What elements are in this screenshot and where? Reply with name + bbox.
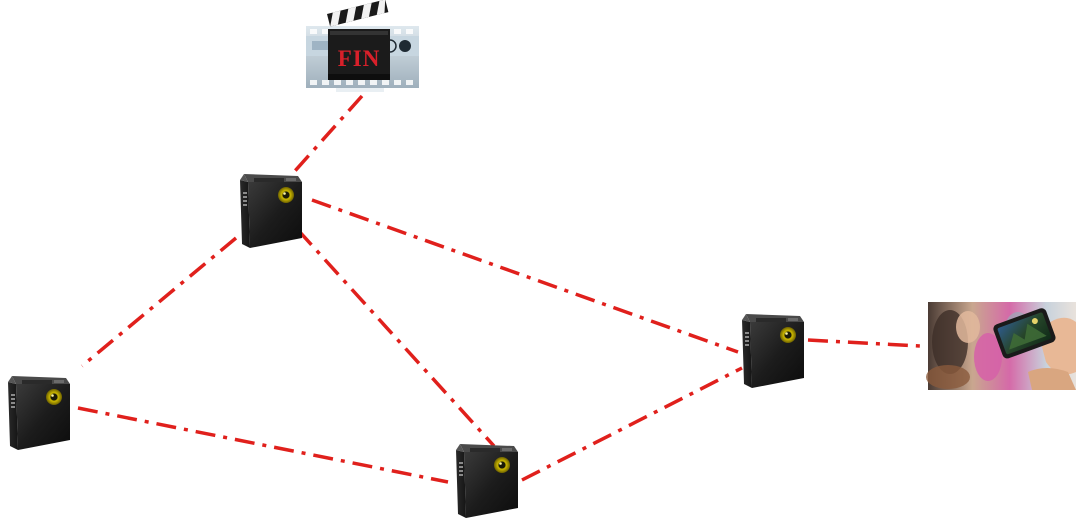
film-clapperboard-icon: FIN (306, 0, 419, 92)
link-device-a-device-b (80, 236, 238, 368)
device-c-node (456, 444, 518, 518)
smartphone-in-hand-icon (926, 302, 1076, 390)
camera-box-device-icon (8, 376, 70, 450)
phone-photo-node (926, 302, 1076, 390)
camera-box-device-icon (456, 444, 518, 518)
link-device-a-device-d (311, 198, 739, 354)
device-a-node (240, 174, 302, 248)
clapperboard-label: FIN (338, 46, 381, 71)
link-device-c-device-d (521, 366, 743, 482)
device-b-node (8, 376, 70, 450)
clapperboard-node: FIN (306, 0, 419, 92)
camera-box-device-icon (742, 314, 804, 388)
camera-box-device-icon (240, 174, 302, 248)
link-device-d-phone (807, 338, 921, 348)
link-device-a-device-c (296, 228, 496, 448)
device-d-node (742, 314, 804, 388)
link-clapper-device-a (292, 94, 364, 174)
links-layer (77, 94, 921, 484)
link-device-b-device-c (77, 406, 449, 484)
